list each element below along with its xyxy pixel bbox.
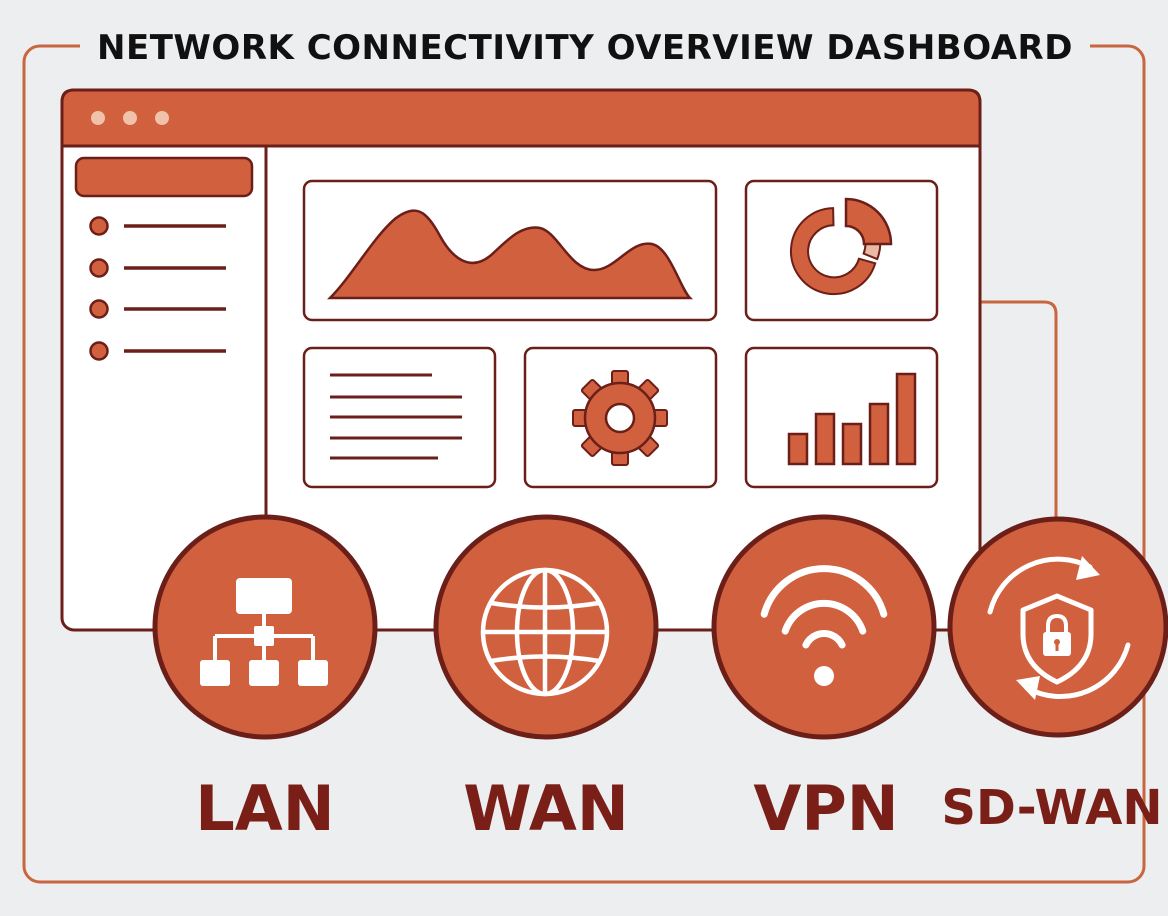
panel-settings[interactable] — [523, 346, 718, 489]
sidebar-item[interactable] — [89, 258, 227, 278]
lan-node[interactable] — [152, 514, 378, 740]
sdwan-node[interactable] — [947, 516, 1168, 738]
wan-label: WAN — [463, 771, 629, 845]
bar — [841, 422, 863, 466]
panel-text-lines[interactable] — [302, 346, 497, 489]
sidebar-item[interactable] — [89, 341, 227, 361]
connector-line-sdwan — [980, 300, 1058, 548]
sidebar-header-bar[interactable] — [74, 156, 254, 198]
area-chart-icon — [326, 209, 694, 300]
panel-area-chart[interactable] — [302, 179, 718, 322]
network-hierarchy-icon — [200, 578, 328, 686]
vpn-label: VPN — [753, 771, 899, 845]
wifi-icon — [760, 565, 888, 649]
arrow-head — [1076, 556, 1100, 580]
bar — [814, 412, 836, 466]
dashboard-titlebar — [60, 88, 982, 148]
bullet-icon — [89, 341, 109, 361]
wifi-dot — [814, 666, 834, 686]
text-lines-icon — [330, 373, 462, 460]
sdwan-label: SD-WAN — [941, 780, 1163, 836]
bar-chart-icon — [787, 372, 917, 466]
window-dot[interactable] — [123, 111, 137, 125]
window-dot[interactable] — [155, 111, 169, 125]
sidebar-item[interactable] — [89, 216, 227, 236]
sidebar-item[interactable] — [89, 299, 227, 319]
sync-arrows-icon — [987, 556, 1131, 700]
bullet-icon — [89, 258, 109, 278]
panel-donut-chart[interactable] — [744, 179, 939, 322]
gear-icon[interactable] — [572, 370, 668, 466]
arrow-head — [1016, 676, 1040, 700]
page-title: NETWORK CONNECTIVITY OVERVIEW DASHBOARD — [80, 22, 1090, 74]
bullet-icon — [89, 299, 109, 319]
bar — [895, 372, 917, 466]
globe-icon — [480, 567, 610, 697]
bar — [787, 432, 809, 466]
wan-node[interactable] — [433, 514, 659, 740]
bullet-icon — [89, 216, 109, 236]
shield-lock-icon — [1020, 593, 1094, 685]
bar — [868, 402, 890, 466]
window-dot[interactable] — [91, 111, 105, 125]
panel-bar-chart[interactable] — [744, 346, 939, 489]
lan-label: LAN — [195, 771, 335, 845]
vpn-node[interactable] — [711, 514, 937, 740]
donut-chart-icon — [790, 197, 893, 296]
